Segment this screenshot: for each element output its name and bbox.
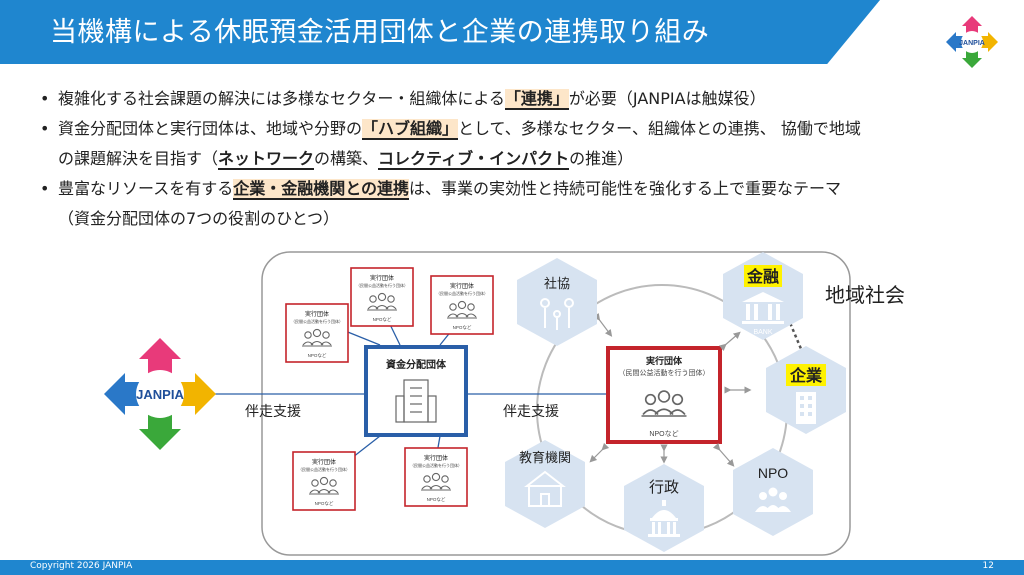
kinyu-highlight <box>744 265 782 287</box>
node-npo-label: NPO <box>758 465 788 481</box>
impl-small-3-sub: （民間公益活動を行う団体） <box>436 290 488 296</box>
bullet-1-highlight: 「連携」 <box>504 89 569 110</box>
fund-org-label: 資金分配団体 <box>386 358 447 371</box>
logo-mark <box>946 16 998 68</box>
logo-top-text: JANPIA <box>959 40 985 47</box>
impl-org-small-2: 実行団体 （民間公益活動を行う団体） NPOなど <box>350 267 414 327</box>
page-number: 12 <box>982 561 994 571</box>
impl-small-5-sub: （民間公益活動を行う団体） <box>410 462 462 468</box>
node-gyosei-label: 行政 <box>649 479 679 496</box>
impl-small-3-title: 実行団体 <box>450 282 474 290</box>
connection-arrows <box>589 312 752 467</box>
impl-small-3-foot: NPOなど <box>453 324 472 330</box>
impl-small-2-title: 実行団体 <box>370 274 394 282</box>
bullet-2-line2: の課題解決を目指す（ネットワークの構築、コレクティブ・インパクトの推進） <box>36 144 996 174</box>
bank-text: BANK <box>753 329 772 336</box>
support-label-right: 伴走支援 <box>503 403 559 419</box>
bullet-2-mid: として、多様なセクター、組織体との連携、 協働で地域 <box>458 119 861 138</box>
node-kinyu-label: 金融 <box>746 267 779 286</box>
impl-small-5-foot: NPOなど <box>427 496 446 502</box>
bullet-1: 複雑化する社会課題の解決には多様なセクター・組織体による「連携」が必要（JANP… <box>36 84 996 114</box>
footer-copyright: Copyright 2026 JANPIA <box>30 561 133 571</box>
bullet-3-tail: は、事業の実効性と持続可能性を強化する上で重要なテーマ <box>409 179 842 198</box>
impl-org-small-1: 実行団体 （民間公益活動を行う団体） NPOなど <box>285 303 349 363</box>
impl-small-4-sub: （民間公益活動を行う団体） <box>298 466 350 472</box>
bullet-2: 資金分配団体と実行団体は、地域や分野の「ハブ組織」として、多様なセクター、組織体… <box>36 114 996 144</box>
community-label: 地域社会 <box>825 284 905 307</box>
impl-small-1-title: 実行団体 <box>305 310 329 318</box>
bullet-1-text: 複雑化する社会課題の解決には多様なセクター・組織体による <box>58 89 505 108</box>
impl-small-5-title: 実行団体 <box>424 454 448 462</box>
kigyo-highlight <box>786 364 826 386</box>
office-building-icon <box>796 392 816 424</box>
node-kyoiku-label: 教育機関 <box>519 450 571 465</box>
janpia-logo-diagram: JANPIA <box>104 338 216 450</box>
impl-org-small-3: 実行団体 （民間公益活動を行う団体） NPOなど <box>430 275 494 335</box>
impl-main-title: 実行団体 <box>646 355 683 366</box>
bullet-2-line2-mid: の構築、 <box>314 149 379 168</box>
impl-small-2-sub: （民間公益活動を行う団体） <box>356 282 408 288</box>
janpia-diagram-label: JANPIA <box>136 387 184 402</box>
janpia-logo-top: JANPIA <box>946 16 998 68</box>
node-kinyu: 金融 BANK <box>723 252 803 340</box>
building-icon <box>395 379 437 423</box>
bullet-2-line2-post: の推進） <box>569 149 634 168</box>
bullet-3-highlight: 企業・金融機関との連携 <box>233 179 410 200</box>
group-icon <box>755 487 791 512</box>
government-icon <box>648 500 680 537</box>
title-bar: 当機構による休眠預金活用団体と企業の連携取り組み <box>0 0 880 64</box>
bullet-3: 豊富なリソースを有する企業・金融機関との連携は、事業の実効性と持続可能性を強化す… <box>36 174 996 204</box>
impl-small-4-title: 実行団体 <box>312 458 336 466</box>
bullet-1-tail: が必要（JANPIAは触媒役） <box>568 89 766 108</box>
node-gyosei: 行政 <box>624 464 704 552</box>
node-kyoiku: 教育機関 <box>505 440 585 528</box>
impl-org-small-5: 実行団体 （民間公益活動を行う団体） NPOなど <box>404 447 468 507</box>
impl-small-1-foot: NPOなど <box>308 352 327 358</box>
bullet-2-collective-impact: コレクティブ・インパクト <box>378 149 570 170</box>
node-kigyo-label: 企業 <box>789 366 823 385</box>
bullet-3-text: 豊富なリソースを有する <box>58 179 234 198</box>
impl-small-1-sub: （民間公益活動を行う団体） <box>291 318 343 324</box>
bullet-3-line2: （資金分配団体の7つの役割のひとつ） <box>58 209 340 228</box>
family-icon <box>540 298 574 330</box>
impl-small-2-foot: NPOなど <box>373 316 392 322</box>
support-label-left: 伴走支援 <box>245 403 301 419</box>
bullet-2-network: ネットワーク <box>218 149 315 170</box>
page-title: 当機構による休眠預金活用団体と企業の連携取り組み <box>50 17 710 48</box>
node-npo: NPO <box>733 448 813 536</box>
bullet-list: 複雑化する社会課題の解決には多様なセクター・組織体による「連携」が必要（JANP… <box>36 84 996 234</box>
network-diagram: 地域社会 JANPIA 伴走支援 伴走支援 資金分配団体 実行 <box>104 251 905 556</box>
impl-main-sub: （民間公益活動を行う団体） <box>619 368 710 377</box>
diagram-frame <box>261 251 851 556</box>
impl-main-foot: NPOなど <box>649 430 678 438</box>
bullet-2-highlight: 「ハブ組織」 <box>362 119 459 140</box>
impl-org-small-4: 実行団体 （民間公益活動を行う団体） NPOなど <box>292 451 356 511</box>
school-icon <box>524 470 566 507</box>
bullet-2-text: 資金分配団体と実行団体は、地域や分野の <box>58 119 363 138</box>
node-shakyo: 社協 <box>517 258 597 346</box>
footer: Copyright 2026 JANPIA 12 <box>0 560 1024 575</box>
node-shakyo-label: 社協 <box>544 276 570 291</box>
impl-org-main: 実行団体 （民間公益活動を行う団体） NPOなど <box>606 346 722 444</box>
bank-icon <box>742 292 784 324</box>
node-kigyo: 企業 <box>766 346 846 434</box>
bullet-2-line2-pre: の課題解決を目指す（ <box>58 149 219 168</box>
fund-org-box: 資金分配団体 <box>364 345 468 437</box>
impl-small-4-foot: NPOなど <box>315 500 334 506</box>
